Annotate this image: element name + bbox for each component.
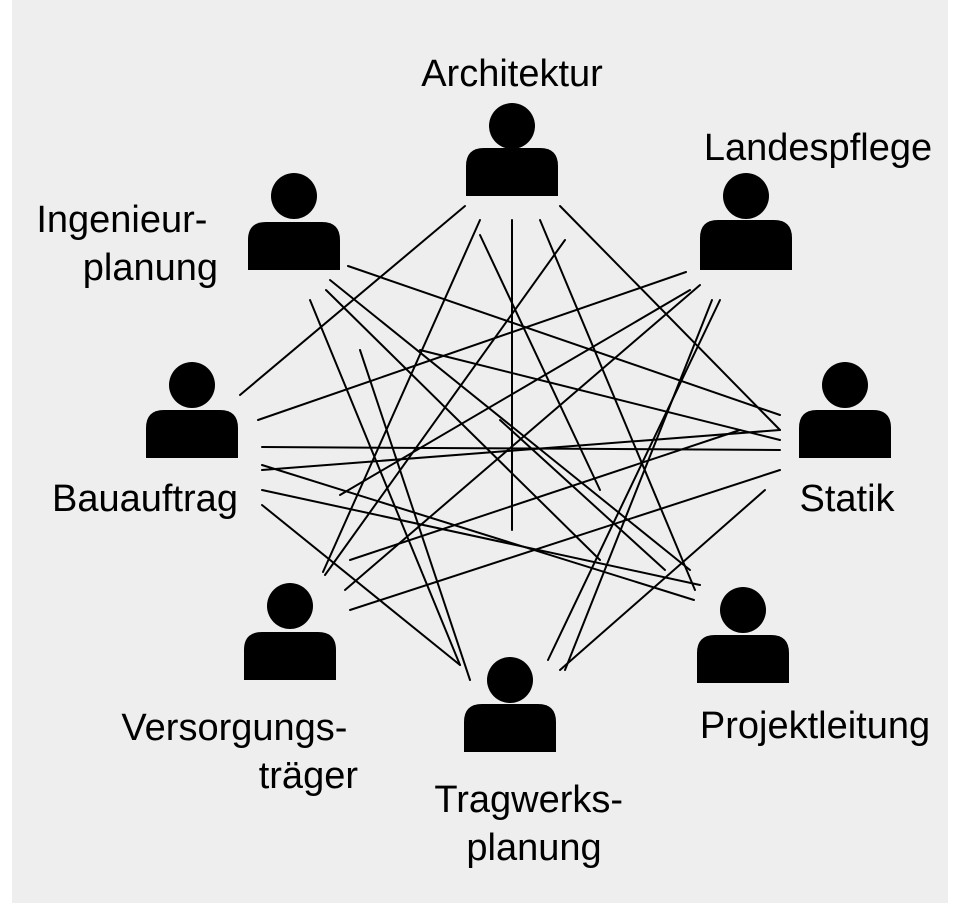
node-projektleitung: Projektleitung [697, 587, 930, 747]
connection-line [547, 299, 721, 661]
connection-line [347, 265, 781, 416]
connection-line [339, 289, 691, 496]
connection-line [479, 234, 601, 491]
node-landespflege: Landespflege [700, 127, 932, 270]
node-label: Bauauftrag [52, 478, 238, 520]
person-icon [464, 657, 556, 752]
connection-line [539, 219, 696, 591]
connection-line [239, 205, 466, 396]
connection-line [257, 271, 687, 421]
person-icon [466, 103, 558, 196]
connection-line [325, 289, 601, 561]
connection-line [324, 239, 566, 576]
node-architektur: Architektur [421, 53, 603, 196]
person-icon [799, 362, 891, 458]
node-label: Statik [799, 478, 895, 520]
connection-line [499, 419, 666, 571]
node-ingenieurplanung: Ingenieur- planung [36, 173, 340, 289]
person-icon [248, 173, 340, 270]
node-label: Projektleitung [700, 705, 930, 747]
person-icon [146, 362, 238, 458]
node-bauauftrag: Bauauftrag [52, 362, 238, 520]
person-icon [697, 587, 789, 683]
person-icon [700, 173, 792, 270]
connection-line [419, 349, 781, 441]
connection-line [261, 446, 781, 451]
connection-lines [239, 205, 781, 681]
node-label: Landespflege [704, 127, 932, 169]
node-label: Versorgungs- träger [121, 707, 358, 797]
person-icon [244, 583, 336, 680]
node-versorgungstraeger: Versorgungs- träger [121, 583, 358, 797]
connection-line [559, 489, 766, 671]
connection-line [309, 299, 461, 666]
connection-line [349, 469, 781, 611]
connection-line [261, 504, 461, 666]
node-label: Ingenieur- planung [36, 199, 218, 289]
connection-line [344, 284, 701, 591]
node-label: Architektur [421, 53, 603, 95]
node-statik: Statik [799, 362, 896, 520]
connection-line [559, 205, 781, 431]
connection-line [261, 489, 701, 586]
connection-line [261, 429, 781, 471]
connection-line [564, 299, 713, 671]
connection-line [359, 349, 471, 681]
connection-line [261, 464, 695, 601]
node-label: Tragwerks- planung [434, 779, 633, 869]
connection-line [349, 429, 741, 561]
connection-line [322, 219, 481, 573]
node-tragwerksplanung: Tragwerks- planung [434, 657, 633, 869]
connection-line [329, 279, 691, 571]
